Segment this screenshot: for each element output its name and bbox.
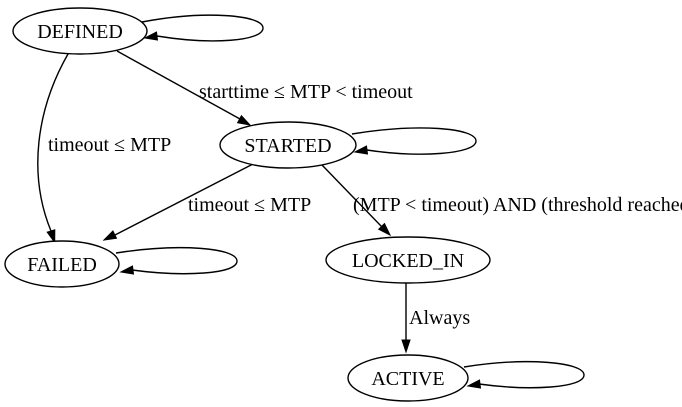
state-node-started: STARTED xyxy=(219,121,357,169)
state-label-failed: FAILED xyxy=(27,254,97,276)
edge-label-started-to-locked-in: (MTP < timeout) AND (threshold reached) xyxy=(353,194,682,216)
state-node-defined: DEFINED xyxy=(12,7,148,55)
state-label-locked-in: LOCKED_IN xyxy=(352,250,464,272)
arrowhead-started-to-failed xyxy=(102,230,118,241)
edge-defined-to-started: starttime ≤ MTP < timeout xyxy=(116,50,413,126)
edge-label-defined-to-failed: timeout ≤ MTP xyxy=(48,134,171,156)
arrowhead-self-loop-defined xyxy=(143,31,159,41)
edge-started-to-failed: timeout ≤ MTP xyxy=(102,163,311,241)
edge-label-locked-in-to-active: Always xyxy=(409,307,470,329)
edge-label-defined-to-started: starttime ≤ MTP < timeout xyxy=(199,81,413,103)
arrowhead-self-loop-active xyxy=(466,379,482,389)
arrowhead-locked-in-to-active xyxy=(401,339,411,354)
arrowhead-defined-to-failed xyxy=(46,229,56,244)
state-node-failed: FAILED xyxy=(4,240,120,288)
self-loop-active xyxy=(463,361,585,389)
self-loop-defined xyxy=(141,14,264,42)
arrowhead-self-loop-failed xyxy=(119,265,135,275)
state-node-active: ACTIVE xyxy=(347,354,469,402)
self-loop-failed xyxy=(115,247,238,275)
edge-label-started-to-failed: timeout ≤ MTP xyxy=(188,194,311,216)
arrowhead-started-to-locked-in xyxy=(377,222,392,237)
edge-defined-to-failed: timeout ≤ MTP xyxy=(37,53,171,244)
state-label-started: STARTED xyxy=(244,135,331,157)
edge-locked-in-to-active: Always xyxy=(401,283,470,354)
arrowhead-self-loop-started xyxy=(353,145,369,155)
self-loop-started xyxy=(351,127,477,155)
edge-started-to-locked-in: (MTP < timeout) AND (threshold reached) xyxy=(321,164,682,237)
state-label-active: ACTIVE xyxy=(371,368,444,390)
state-label-defined: DEFINED xyxy=(37,21,123,43)
state-node-locked-in: LOCKED_IN xyxy=(325,236,491,284)
arrowhead-defined-to-started xyxy=(236,114,252,126)
